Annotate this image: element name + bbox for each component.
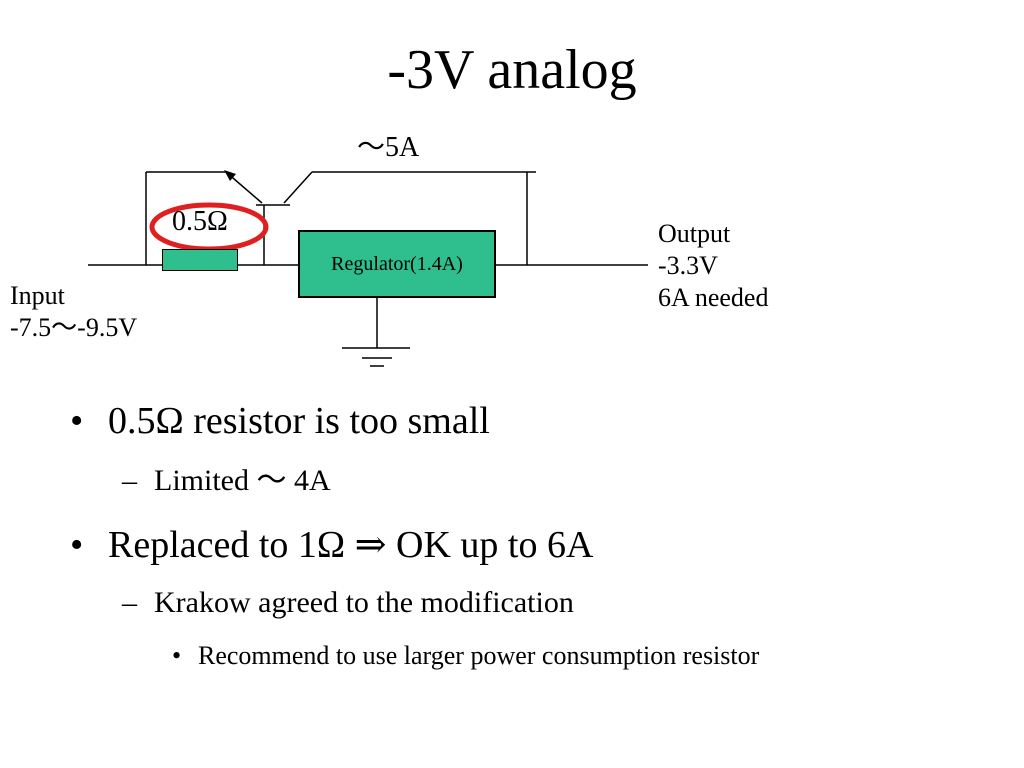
bullet-marker: • — [70, 524, 84, 566]
input-label-line: Input — [10, 281, 65, 310]
emitter-arrow-icon — [224, 170, 236, 181]
output-label-line: 6A needed — [658, 283, 769, 312]
transistor-collector — [283, 171, 313, 204]
bullet-text: Limited ～ 4A — [154, 464, 331, 497]
bullet-item: • Replaced to 1Ω ⇒ OK up to 6A — [70, 522, 593, 568]
resistor — [162, 249, 238, 271]
current-label: ～5A — [357, 132, 420, 163]
bullet-marker: • — [70, 400, 84, 442]
sub-bullet-item: –Limited ～ 4A — [122, 462, 331, 500]
resistor-label: 0.5Ω — [172, 206, 228, 237]
bullet-text: 0.5Ω resistor is too small — [108, 400, 490, 442]
regulator-box: Regulator(1.4A) — [298, 230, 496, 298]
input-label-line: -7.5～-9.5V — [10, 313, 138, 342]
regulator-label: Regulator(1.4A) — [331, 252, 463, 275]
sub-sub-bullet-item: • Recommend to use larger power consumpti… — [172, 640, 759, 672]
bullet-text: Replaced to 1Ω ⇒ OK up to 6A — [108, 524, 594, 566]
circuit-diagram — [88, 170, 648, 367]
output-label: Output -3.3V 6A needed — [658, 218, 768, 314]
sub-bullet-item: –Krakow agreed to the modification — [122, 584, 574, 622]
slide-title: -3V analog — [387, 39, 637, 101]
bullet-item: • 0.5Ω resistor is too small — [70, 398, 490, 444]
bullet-marker: • — [172, 641, 182, 670]
bullet-marker: – — [122, 464, 137, 497]
output-label-line: Output — [658, 219, 731, 248]
output-label-line: -3.3V — [658, 251, 718, 280]
bullet-text: Recommend to use larger power consumptio… — [198, 641, 760, 670]
bullet-marker: – — [122, 586, 137, 619]
input-label: Input -7.5～-9.5V — [10, 280, 137, 344]
bullet-text: Krakow agreed to the modification — [154, 586, 574, 619]
